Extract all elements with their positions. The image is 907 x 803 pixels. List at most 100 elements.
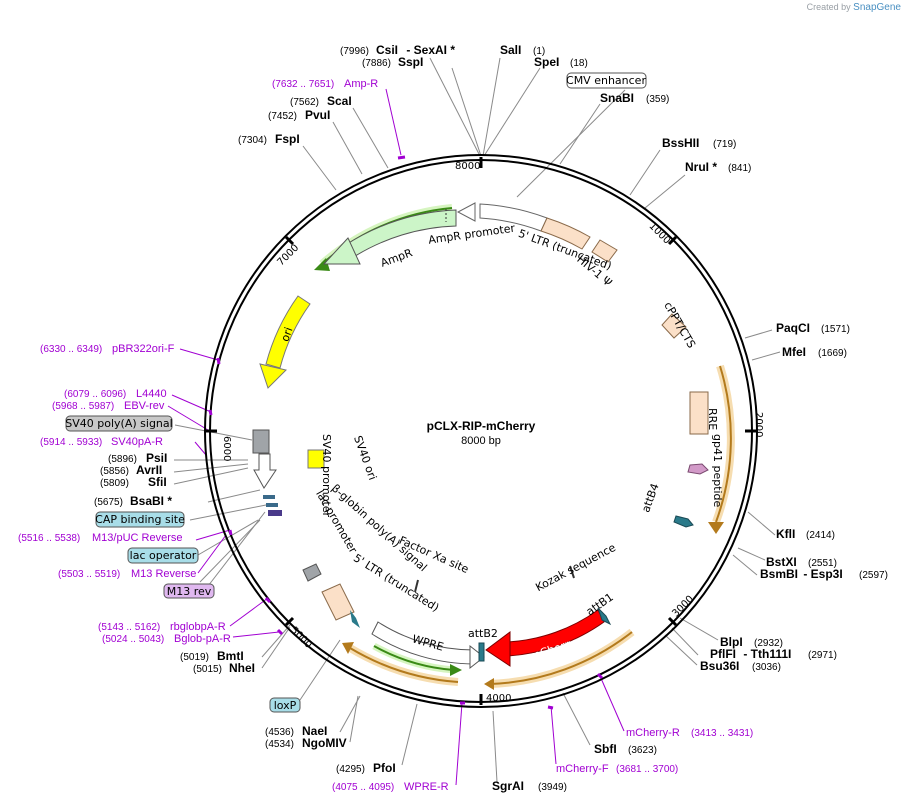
ampr-primer-pos: (7632 .. 7651): [272, 79, 334, 90]
sv40-promoter-label: SV40 promoter: [320, 434, 333, 518]
features: [252, 202, 735, 690]
sv40-promoter-block: [252, 429, 270, 454]
bglob-primer-pos: (5024 .. 5043): [102, 634, 164, 645]
m13rev-primer-label: M13 Reverse: [131, 568, 196, 580]
bsabi-label: BsaBI *: [130, 494, 172, 508]
avrii-pos: (5856): [100, 466, 129, 477]
plasmid-size: 8000 bp: [461, 435, 501, 447]
plasmid-name: pCLX-RIP-mCherry: [427, 419, 536, 433]
blpi-label: BlpI: [720, 635, 743, 649]
mfei-label: MfeI: [782, 345, 806, 359]
nrui-label: NruI *: [685, 160, 717, 174]
sfii-label: SfiI: [148, 475, 167, 489]
wpre-primer-pos: (4075 .. 4095): [332, 782, 394, 793]
m13puc-primer-pos: (5516 .. 5538): [18, 533, 80, 544]
mfei-pos: (1669): [818, 348, 847, 359]
sgrai-label: SgrAI: [492, 779, 524, 793]
naei-pos: (4536): [265, 727, 294, 738]
sali-label: SalI: [500, 43, 521, 57]
mcherry-r-primer-label: mCherry-R: [626, 727, 680, 739]
attb1-mark: [597, 607, 612, 626]
tick-6000: 6000: [221, 436, 232, 461]
bsu36i-pos: (3036): [752, 662, 781, 673]
gp41-arrow: [687, 463, 709, 475]
sali-pos: (1): [533, 46, 545, 57]
cmv-enhancer-label: CMV enhancer: [566, 74, 646, 87]
primer-labels: (7632 .. 7651) Amp-R (6330 .. 6349) pBR3…: [18, 78, 753, 793]
csii-extra: - SexAI *: [403, 43, 455, 57]
fspi-pos: (7304): [238, 135, 267, 146]
ngomiv-pos: (4534): [265, 739, 294, 750]
rbglob-primer-pos: (5143 .. 5162): [98, 622, 160, 633]
m13puc-primer-label: M13/pUC Reverse: [92, 532, 182, 544]
attb2-block: [478, 642, 485, 662]
naei-label: NaeI: [302, 724, 327, 738]
bsshii-label: BssHII: [662, 136, 699, 150]
bsabi-pos: (5675): [94, 497, 123, 508]
scai-pos: (7562): [290, 97, 319, 108]
ebv-primer-label: EBV-rev: [124, 400, 165, 412]
mcherry-f-primer-label: mCherry-F: [556, 763, 609, 775]
sspi-pos: (7886): [362, 58, 391, 69]
snabi-label: SnaBI: [600, 91, 634, 105]
ori-label: ori: [278, 325, 295, 343]
avrii-label: AvrII: [136, 463, 162, 477]
fspi-label: FspI: [275, 132, 300, 146]
bmti-label: BmtI: [217, 649, 244, 663]
bstxi-label: BstXI: [766, 555, 797, 569]
boxed-features: CMV enhancer SV40 poly(A) signal CAP bin…: [65, 72, 647, 713]
l4440-primer-label: L4440: [136, 388, 167, 400]
hiv-psi-block: [591, 239, 618, 263]
pfoi-label: PfoI: [373, 761, 396, 775]
lac-operator-mark: [268, 510, 282, 516]
bstxi-pos: (2551): [808, 558, 837, 569]
pflfi-extra: - Tth111I: [740, 647, 791, 661]
pfoi-pos: (4295): [336, 764, 365, 775]
bsmbi-label: BsmBI: [760, 567, 798, 581]
bsshii-pos: (719): [713, 139, 736, 150]
tick-8000: 8000: [455, 161, 480, 172]
ltr5-block: [540, 217, 591, 250]
ring-ticks: [206, 157, 756, 705]
snapgene-logo: SnapGene: [853, 2, 901, 13]
sv40-promoter-arrow: [253, 453, 277, 489]
ebv-primer-pos: (5968 .. 5987): [52, 401, 114, 412]
bglobin-block: [302, 563, 322, 582]
tick-3000: 3000: [670, 594, 696, 620]
cap-site-mark: [263, 495, 275, 499]
kozak-label: Kozak sequence: [533, 541, 618, 594]
mcherry-f-primer-pos: (3681 .. 3700): [616, 764, 678, 775]
snapgene-credit: Created by SnapGene: [806, 2, 901, 13]
ampr-promoter-arrow: [479, 203, 548, 232]
scai-label: ScaI: [327, 94, 352, 108]
attb4-label: attB4: [639, 482, 661, 515]
paqci-pos: (1571): [821, 324, 850, 335]
csii-pos: (7996): [340, 46, 369, 57]
cppt-block: [661, 313, 687, 339]
leader-lines: [173, 57, 781, 783]
m13-rev-label: M13 rev: [167, 585, 212, 598]
sv40-polya-label: SV40 poly(A) signal: [65, 417, 172, 430]
sbfi-label: SbfI: [594, 742, 617, 756]
l4440-primer-pos: (6079 .. 6096): [64, 389, 126, 400]
factor-xa-mark: [414, 579, 419, 593]
psii-label: PsiI: [146, 451, 167, 465]
bglob-primer-label: Bglob-pA-R: [174, 633, 231, 645]
primer-lines: [167, 88, 625, 786]
blpi-pos: (2932): [754, 638, 783, 649]
nhei-label: NheI: [229, 661, 255, 675]
rbglob-primer-label: rbglobpA-R: [170, 621, 226, 633]
kfli-pos: (2414): [806, 530, 835, 541]
attb2-label: attB2: [468, 627, 498, 640]
ngomiv-label: NgoMIV: [302, 736, 347, 750]
pbr322-primer-label: pBR322ori-F: [112, 343, 175, 355]
kozak-mark: [569, 565, 575, 579]
kfli-label: KflI: [776, 527, 795, 541]
ampr-label: AmpR: [379, 246, 415, 270]
sbfi-pos: (3623): [628, 745, 657, 756]
tick-4000: 4000: [486, 693, 511, 704]
sfii-pos: (5809): [100, 478, 129, 489]
rre-label: RRE: [706, 408, 719, 430]
pvui-label: PvuI: [305, 108, 330, 122]
cap-binding-label: CAP binding site: [95, 513, 185, 526]
